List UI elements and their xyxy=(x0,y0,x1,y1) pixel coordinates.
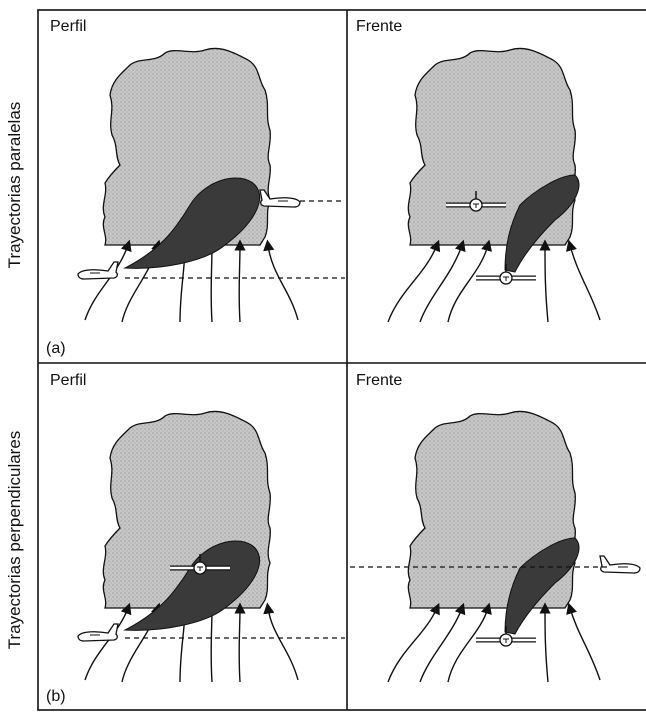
airplane-side-icon xyxy=(600,556,640,573)
airplane-front-icon xyxy=(476,264,536,284)
airplane-side-icon xyxy=(78,624,118,641)
panel-bottom-right xyxy=(350,411,640,682)
airplane-side-icon xyxy=(78,262,118,279)
airplane-side-icon xyxy=(260,190,300,207)
panel-top-left xyxy=(78,48,345,322)
panel-top-right xyxy=(388,48,600,322)
panel-bottom-left xyxy=(78,411,345,682)
updraft-arrows xyxy=(388,608,600,682)
airplane-front-icon xyxy=(476,626,536,646)
updraft-arrows xyxy=(388,245,600,322)
